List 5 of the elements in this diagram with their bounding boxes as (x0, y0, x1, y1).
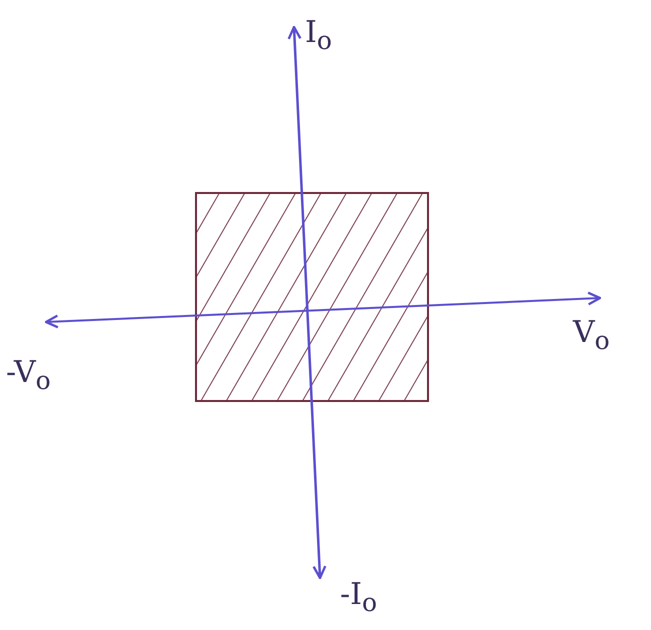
axis-label: -I$_{o}$ (340, 580, 378, 615)
axis-label: -V$_{o}$ (6, 358, 51, 393)
hatched-region (195, 192, 429, 402)
axis-label: V$_{o}$ (573, 318, 610, 353)
axis-label: I$_{o}$ (305, 18, 332, 53)
